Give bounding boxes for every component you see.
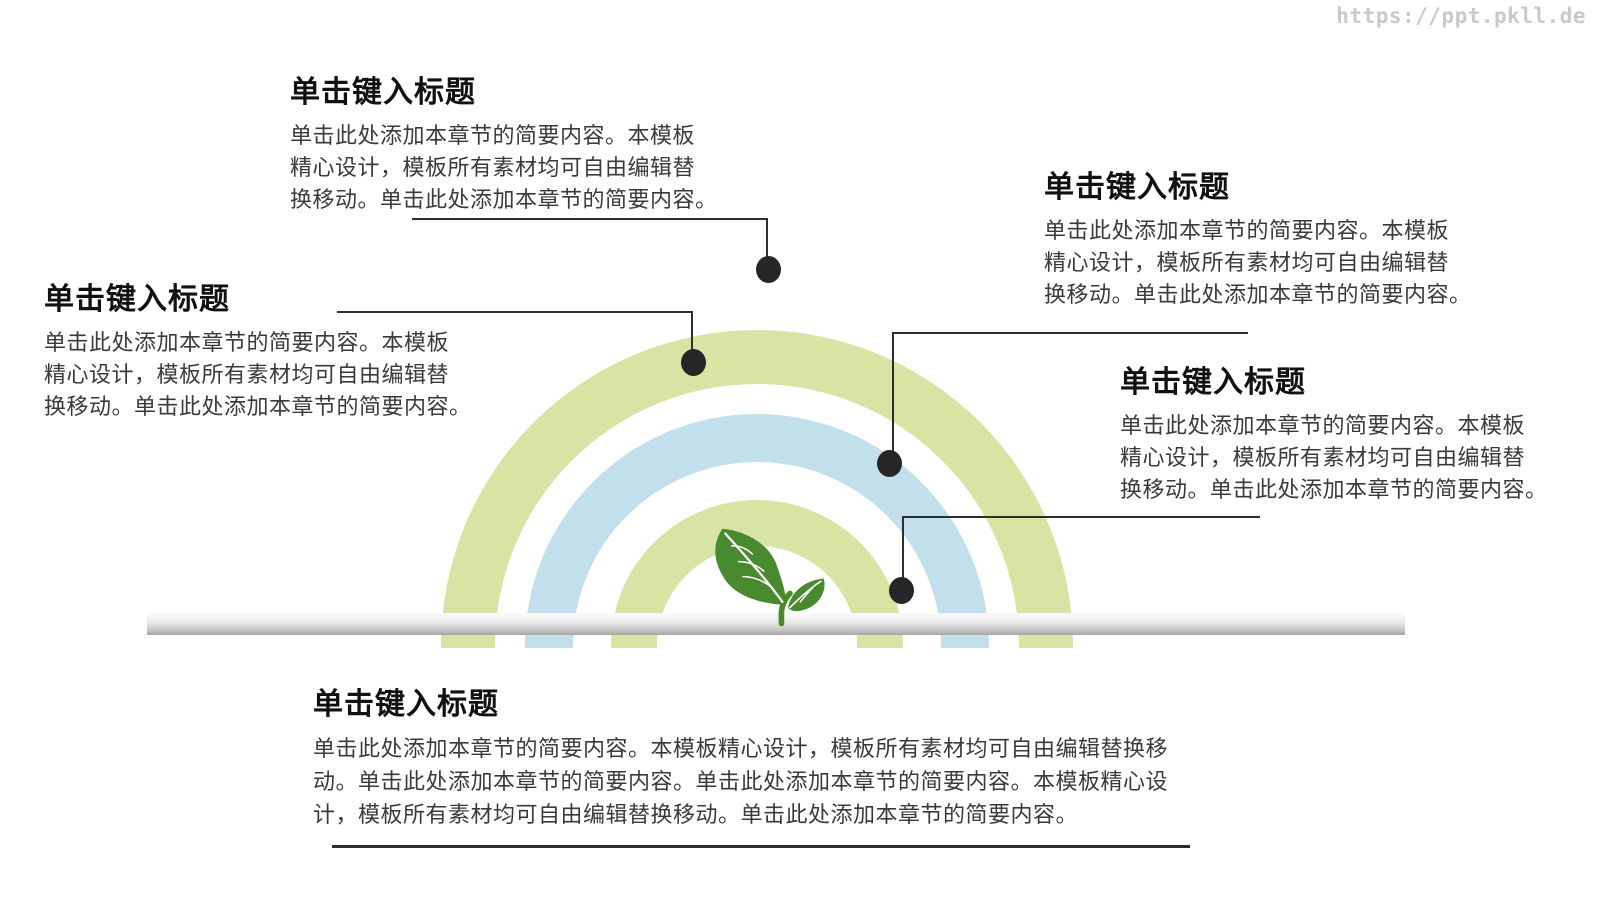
block-body[interactable]: 单击此处添加本章节的简要内容。本模板 精心设计，模板所有素材均可自由编辑替 换移… (1044, 215, 1472, 311)
block-title[interactable]: 单击键入标题 (313, 688, 499, 721)
body-line: 换移动。单击此处添加本章节的简要内容。 (1120, 477, 1548, 502)
text-block-right-top[interactable]: 单击键入标题 单击此处添加本章节的简要内容。本模板 精心设计，模板所有素材均可自… (1044, 169, 1472, 311)
text-block-right-mid[interactable]: 单击键入标题 单击此处添加本章节的简要内容。本模板 精心设计，模板所有素材均可自… (1120, 364, 1548, 506)
text-block-bottom[interactable]: 单击键入标题 单击此处添加本章节的简要内容。本模板精心设计，模板所有素材均可自由… (313, 686, 1168, 831)
body-line: 换移动。单击此处添加本章节的简要内容。 (44, 394, 472, 419)
connector-right-top-h-line (892, 332, 1248, 334)
body-line: 动。单击此处添加本章节的简要内容。单击此处添加本章节的简要内容。本模板精心设 (313, 769, 1169, 794)
body-line: 精心设计，模板所有素材均可自由编辑替 (1044, 250, 1450, 275)
text-block-left[interactable]: 单击键入标题 单击此处添加本章节的简要内容。本模板 精心设计，模板所有素材均可自… (44, 281, 472, 423)
body-line: 单击此处添加本章节的简要内容。本模板 (44, 330, 450, 355)
body-line: 单击此处添加本章节的简要内容。本模板 (1120, 413, 1526, 438)
connector-right-mid-h-line (902, 516, 1260, 518)
connector-right-mid-v-line (902, 516, 904, 580)
body-line: 精心设计，模板所有素材均可自由编辑替 (290, 155, 696, 180)
block-title[interactable]: 单击键入标题 (44, 283, 230, 316)
connector-top-h-line (412, 218, 768, 220)
connector-right-mid-dot (889, 577, 914, 604)
connector-top-dot (756, 256, 781, 283)
body-line: 单击此处添加本章节的简要内容。本模板 (290, 123, 696, 148)
body-line: 单击此处添加本章节的简要内容。本模板精心设计，模板所有素材均可自由编辑替换移 (313, 736, 1169, 761)
connector-top-v-line (766, 218, 768, 260)
body-line: 精心设计，模板所有素材均可自由编辑替 (1120, 445, 1526, 470)
connector-right-top-dot (877, 450, 902, 477)
connector-left-h-line (337, 311, 693, 313)
body-line: 精心设计，模板所有素材均可自由编辑替 (44, 362, 450, 387)
connector-left-dot (681, 349, 706, 376)
body-line: 单击此处添加本章节的简要内容。本模板 (1044, 218, 1450, 243)
body-line: 计，模板所有素材均可自由编辑替换移动。单击此处添加本章节的简要内容。 (313, 802, 1079, 827)
bottom-underline (332, 845, 1190, 848)
text-block-top[interactable]: 单击键入标题 单击此处添加本章节的简要内容。本模板 精心设计，模板所有素材均可自… (290, 74, 718, 216)
block-body[interactable]: 单击此处添加本章节的简要内容。本模板 精心设计，模板所有素材均可自由编辑替 换移… (1120, 410, 1548, 506)
block-title[interactable]: 单击键入标题 (1044, 171, 1230, 204)
block-body[interactable]: 单击此处添加本章节的简要内容。本模板精心设计，模板所有素材均可自由编辑替换移 动… (313, 732, 1168, 831)
block-body[interactable]: 单击此处添加本章节的简要内容。本模板 精心设计，模板所有素材均可自由编辑替 换移… (44, 327, 472, 423)
connector-right-top-v-line (892, 332, 894, 454)
block-title[interactable]: 单击键入标题 (1120, 366, 1306, 399)
body-line: 换移动。单击此处添加本章节的简要内容。 (290, 187, 718, 212)
block-title[interactable]: 单击键入标题 (290, 76, 476, 109)
body-line: 换移动。单击此处添加本章节的简要内容。 (1044, 282, 1472, 307)
ground-bar (147, 613, 1405, 635)
connector-left-v-line (691, 311, 693, 352)
block-body[interactable]: 单击此处添加本章节的简要内容。本模板 精心设计，模板所有素材均可自由编辑替 换移… (290, 120, 718, 216)
seedling-icon (715, 528, 825, 627)
watermark-text: https://ppt.pkll.de (1336, 4, 1586, 28)
